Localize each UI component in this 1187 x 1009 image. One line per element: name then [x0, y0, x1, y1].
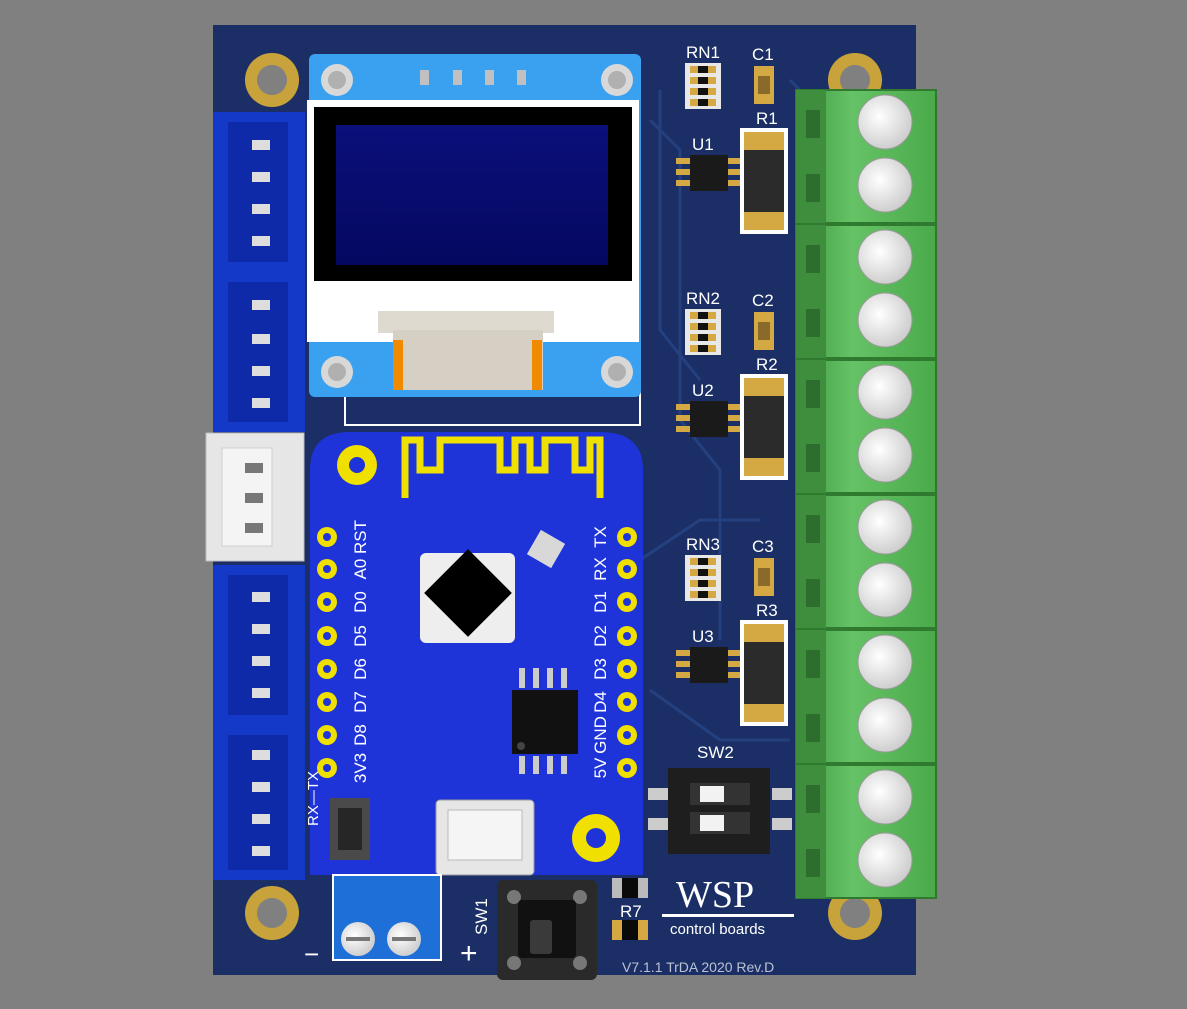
sw1-label: SW1 — [472, 898, 491, 935]
terminal-block — [795, 224, 937, 359]
module-pin-label-right: D1 — [591, 591, 610, 613]
dip-switch-sw2: SW2 — [648, 743, 792, 854]
module-pin-label-left: D7 — [351, 691, 370, 713]
sw2-label: SW2 — [697, 743, 734, 762]
module-pin-label-right: D2 — [591, 625, 610, 647]
resistor-label: R1 — [756, 109, 778, 128]
terminal-block — [795, 629, 937, 764]
terminal-block — [795, 89, 937, 224]
terminal-block — [795, 359, 937, 494]
module-pin-label-right: D3 — [591, 658, 610, 680]
module-pin-label-left: A0 — [351, 559, 370, 580]
optocoupler-ic — [690, 155, 728, 191]
resistor-label: R2 — [756, 355, 778, 374]
brand-title: WSP — [676, 874, 754, 916]
module-pin-label-left: D0 — [351, 591, 370, 613]
r7-resistor: R7 — [612, 878, 648, 940]
power-plus-label: + — [460, 937, 478, 970]
terminal-block — [795, 494, 937, 629]
module-pin-label-left: D6 — [351, 658, 370, 680]
rn-label: RN1 — [686, 43, 720, 62]
module-pin-label-right: GND — [591, 716, 610, 754]
side-slide-switch — [330, 798, 370, 860]
module-pin-label-right: TX — [591, 526, 610, 548]
module-pin-label-right: D4 — [591, 691, 610, 713]
ic-label: U1 — [692, 135, 714, 154]
brand-silkscreen: WSP control boards V7.1.1 TrDA 2020 Rev.… — [305, 771, 794, 975]
cap-label: C3 — [752, 537, 774, 556]
rn-label: RN3 — [686, 535, 720, 554]
jst-connector-1 — [213, 112, 305, 272]
brand-subtitle: control boards — [670, 921, 765, 938]
optocoupler-ic — [690, 647, 728, 683]
cap-label: C1 — [752, 45, 774, 64]
rn-label: RN2 — [686, 289, 720, 308]
module-pin-label-left: D5 — [351, 625, 370, 647]
jst-connector-4 — [213, 725, 305, 880]
ic-label: U2 — [692, 381, 714, 400]
module-pin-label-right: 5V — [591, 757, 610, 778]
power-minus-label: − — [304, 939, 319, 969]
side-label: RX—TX — [305, 771, 322, 826]
module-pin-label-left: 3V3 — [351, 753, 370, 783]
terminal-block — [795, 764, 937, 899]
white-jst-connector — [205, 432, 305, 562]
power-terminal-block: − + — [304, 874, 478, 970]
optocoupler-ic — [690, 401, 728, 437]
module-pin-label-right: RX — [591, 557, 610, 581]
ic-label: U3 — [692, 627, 714, 646]
r7-label: R7 — [620, 902, 642, 921]
left-connectors — [205, 112, 305, 880]
cap-label: C2 — [752, 291, 774, 310]
version-line: V7.1.1 TrDA 2020 Rev.D — [622, 959, 774, 975]
pcb-antenna — [401, 436, 604, 498]
green-terminal-blocks — [795, 89, 937, 899]
module-pin-label-left: RST — [351, 520, 370, 554]
resistor-label: R3 — [756, 601, 778, 620]
module-pin-label-left: D8 — [351, 724, 370, 746]
tact-switch-sw1: SW1 — [472, 880, 597, 980]
jst-connector-3 — [213, 565, 305, 725]
jst-connector-2 — [213, 272, 305, 432]
oled-display — [307, 54, 641, 426]
